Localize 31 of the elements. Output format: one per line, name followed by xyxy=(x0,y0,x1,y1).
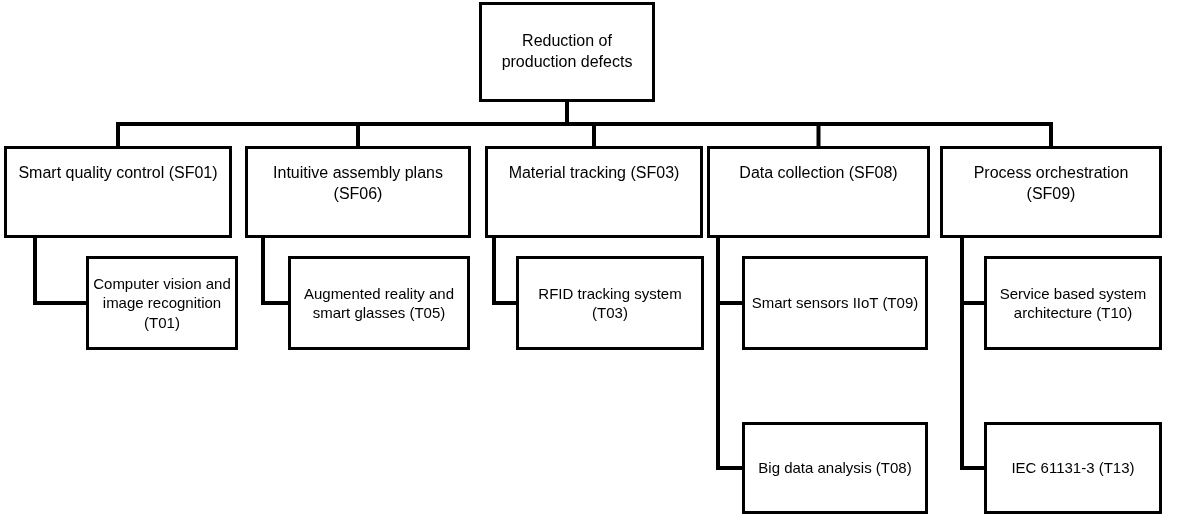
connector-line xyxy=(492,238,516,305)
node-label: Material tracking (SF03) xyxy=(508,163,680,183)
node-label: RFID tracking system (T03) xyxy=(537,283,683,323)
node-label: Process orchestration (SF09) xyxy=(972,163,1130,204)
node-label: Smart quality control (SF01) xyxy=(18,163,218,183)
technology-box xyxy=(742,422,928,514)
node-label: Reduction of production defects xyxy=(500,31,634,72)
function-box xyxy=(4,146,232,238)
function-box xyxy=(940,146,1162,238)
function-box xyxy=(707,146,930,238)
node-label: Augmented reality and smart glasses (T05) xyxy=(302,283,456,323)
function-box xyxy=(485,146,703,238)
node-label: Smart sensors IIoT (T09) xyxy=(751,293,919,313)
connector-line xyxy=(261,238,288,305)
node-label: Service based system architecture (T10) xyxy=(998,283,1148,323)
technology-box xyxy=(984,422,1162,514)
connector-line xyxy=(716,238,742,470)
node-label: IEC 61131-3 (T13) xyxy=(1011,458,1135,478)
node-label: Computer vision and image recognition (T01) xyxy=(93,273,231,333)
function-box xyxy=(245,146,471,238)
node-label: Big data analysis (T08) xyxy=(758,458,912,478)
node-label: Intuitive assembly plans (SF06) xyxy=(272,163,444,204)
technology-box xyxy=(86,256,238,350)
connector-line xyxy=(33,238,86,305)
node-label: Data collection (SF08) xyxy=(739,163,898,183)
technology-box xyxy=(288,256,470,350)
technology-box xyxy=(742,256,928,350)
technology-box xyxy=(984,256,1162,350)
connector-line xyxy=(565,102,1053,146)
goal-box xyxy=(479,2,655,102)
technology-box xyxy=(516,256,704,350)
